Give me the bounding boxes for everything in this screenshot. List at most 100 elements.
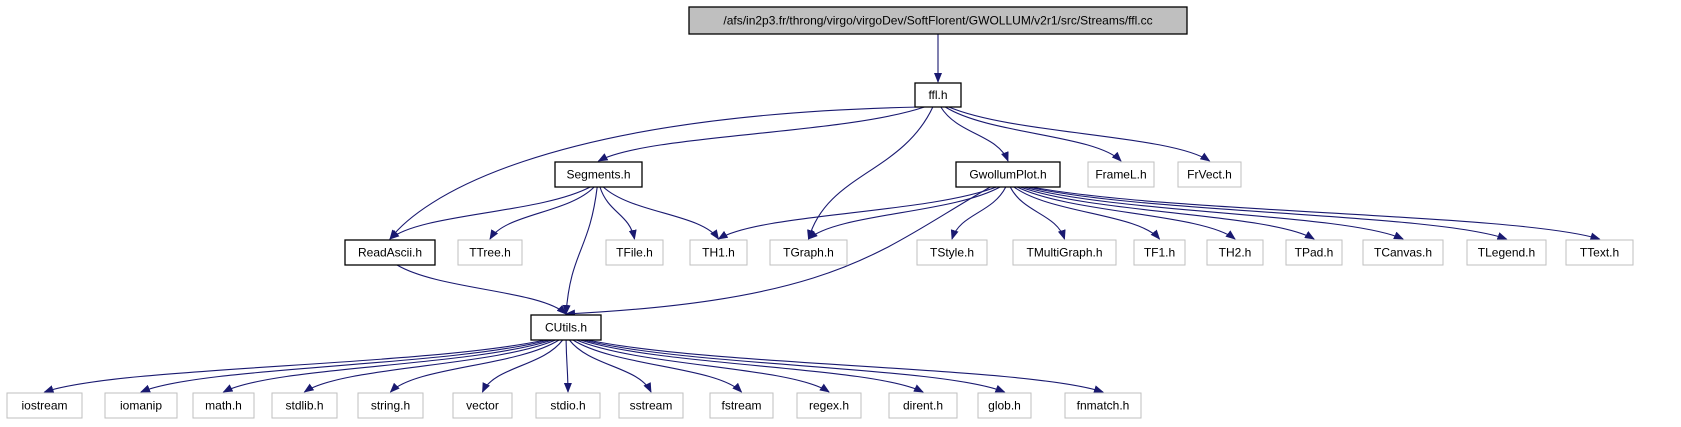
node-ttree: TTree.h: [457, 239, 523, 266]
node-sstream: sstream: [618, 392, 684, 419]
edge-gwollumplot-to-tcanvas: [1023, 186, 1404, 240]
node-box-iostream: [6, 392, 83, 419]
node-label-sstream: sstream: [630, 399, 673, 413]
node-label-tf1: TF1.h: [1144, 246, 1175, 260]
node-label-readascii: ReadAscii.h: [358, 246, 422, 260]
node-regex: regex.h: [796, 392, 862, 419]
edge-cutils-to-string: [389, 339, 560, 393]
node-box-th2: [1206, 239, 1264, 266]
node-fnmatch: fnmatch.h: [1064, 392, 1142, 419]
node-label-gwollumplot: GwollumPlot.h: [969, 168, 1046, 182]
node-box-tcanvas: [1362, 239, 1444, 266]
node-box-tf1: [1133, 239, 1186, 266]
node-box-dirent: [888, 392, 958, 419]
node-label-string: string.h: [371, 399, 410, 413]
node-label-framel: FrameL.h: [1095, 168, 1146, 182]
node-label-tmultigraph: TMultiGraph.h: [1026, 246, 1102, 260]
node-box-iomanip: [104, 392, 178, 419]
node-box-sstream: [618, 392, 684, 419]
edge-gwollumplot-to-ttext: [1031, 186, 1601, 241]
node-label-tgraph: TGraph.h: [783, 246, 834, 260]
node-label-segments: Segments.h: [566, 168, 630, 182]
node-box-ffl: [914, 82, 962, 108]
node-box-frvect: [1177, 161, 1242, 188]
node-fstream: fstream: [709, 392, 774, 419]
node-iomanip: iomanip: [104, 392, 178, 419]
node-vector: vector: [452, 392, 513, 419]
node-box-segments: [554, 161, 643, 188]
node-label-regex: regex.h: [809, 399, 849, 413]
node-box-vector: [452, 392, 513, 419]
node-gwollumplot[interactable]: GwollumPlot.h: [955, 161, 1061, 188]
node-tlegend: TLegend.h: [1466, 239, 1547, 266]
node-tmultigraph: TMultiGraph.h: [1012, 239, 1117, 266]
node-box-tmultigraph: [1012, 239, 1117, 266]
edge-ffl-to-frvect: [948, 106, 1211, 162]
edges-layer: [43, 34, 1601, 393]
node-box-th1: [689, 239, 748, 266]
edge-cutils-to-glob: [583, 339, 1006, 393]
edge-gwollumplot-to-th2: [1016, 186, 1236, 240]
node-label-iostream: iostream: [21, 399, 67, 413]
node-label-cutils: CUtils.h: [545, 321, 587, 335]
edge-cutils-to-stdio: [563, 339, 572, 393]
node-tf1: TF1.h: [1133, 239, 1186, 266]
node-readascii[interactable]: ReadAscii.h: [344, 239, 436, 266]
node-label-tcanvas: TCanvas.h: [1374, 246, 1432, 260]
node-label-tlegend: TLegend.h: [1478, 246, 1535, 260]
node-segments[interactable]: Segments.h: [554, 161, 643, 188]
node-label-dirent: dirent.h: [903, 399, 943, 413]
node-label-stdlib: stdlib.h: [285, 399, 323, 413]
node-box-string: [357, 392, 424, 419]
edge-ffl-to-readascii: [389, 106, 920, 240]
edge-cutils-to-iomanip: [140, 339, 550, 393]
node-box-ttext: [1565, 239, 1634, 266]
node-box-tfile: [605, 239, 664, 266]
edge-cutils-to-fnmatch: [587, 339, 1104, 393]
edge-segments-to-th1: [602, 186, 720, 240]
edge-segments-to-readascii: [389, 186, 591, 240]
edge-cutils-to-regex: [576, 339, 830, 393]
node-cutils[interactable]: CUtils.h: [530, 314, 602, 341]
node-ffl[interactable]: ffl.h: [914, 82, 962, 108]
node-label-fstream: fstream: [721, 399, 761, 413]
node-box-readascii: [344, 239, 436, 266]
node-box-stdio: [535, 392, 601, 419]
node-label-ttree: TTree.h: [469, 246, 511, 260]
node-label-tpad: TPad.h: [1295, 246, 1334, 260]
node-tfile: TFile.h: [605, 239, 664, 266]
nodes-layer: /afs/in2p3.fr/throng/virgo/virgoDev/Soft…: [6, 6, 1634, 419]
edge-ffl-to-tgraph: [807, 106, 934, 240]
node-label-frvect: FrVect.h: [1187, 168, 1232, 182]
node-ttext: TText.h: [1565, 239, 1634, 266]
node-label-glob: glob.h: [988, 399, 1021, 413]
node-string: string.h: [357, 392, 424, 419]
node-root[interactable]: /afs/in2p3.fr/throng/virgo/virgoDev/Soft…: [688, 6, 1188, 35]
edge-segments-to-tfile: [599, 186, 637, 240]
node-label-th2: TH2.h: [1219, 246, 1252, 260]
edge-gwollumplot-to-th1: [717, 186, 997, 240]
node-box-regex: [796, 392, 862, 419]
node-label-math: math.h: [205, 399, 242, 413]
edge-ffl-to-framel: [945, 106, 1122, 162]
node-stdio: stdio.h: [535, 392, 601, 419]
node-stdlib: stdlib.h: [271, 392, 338, 419]
edge-gwollumplot-to-tlegend: [1027, 186, 1508, 240]
edge-readascii-to-cutils: [396, 264, 567, 315]
node-dirent: dirent.h: [888, 392, 958, 419]
edge-cutils-to-vector: [482, 339, 564, 393]
node-label-ttext: TText.h: [1580, 246, 1619, 260]
node-box-gwollumplot: [955, 161, 1061, 188]
edge-cutils-to-fstream: [572, 339, 743, 393]
node-box-cutils: [530, 314, 602, 341]
edge-cutils-to-dirent: [580, 339, 924, 393]
edge-gwollumplot-to-tpad: [1020, 186, 1315, 240]
node-th1: TH1.h: [689, 239, 748, 266]
node-th2: TH2.h: [1206, 239, 1264, 266]
node-label-iomanip: iomanip: [120, 399, 162, 413]
edge-segments-to-ttree: [489, 186, 595, 240]
node-box-tpad: [1285, 239, 1343, 266]
node-math: math.h: [192, 392, 255, 419]
node-box-root: [688, 6, 1188, 35]
